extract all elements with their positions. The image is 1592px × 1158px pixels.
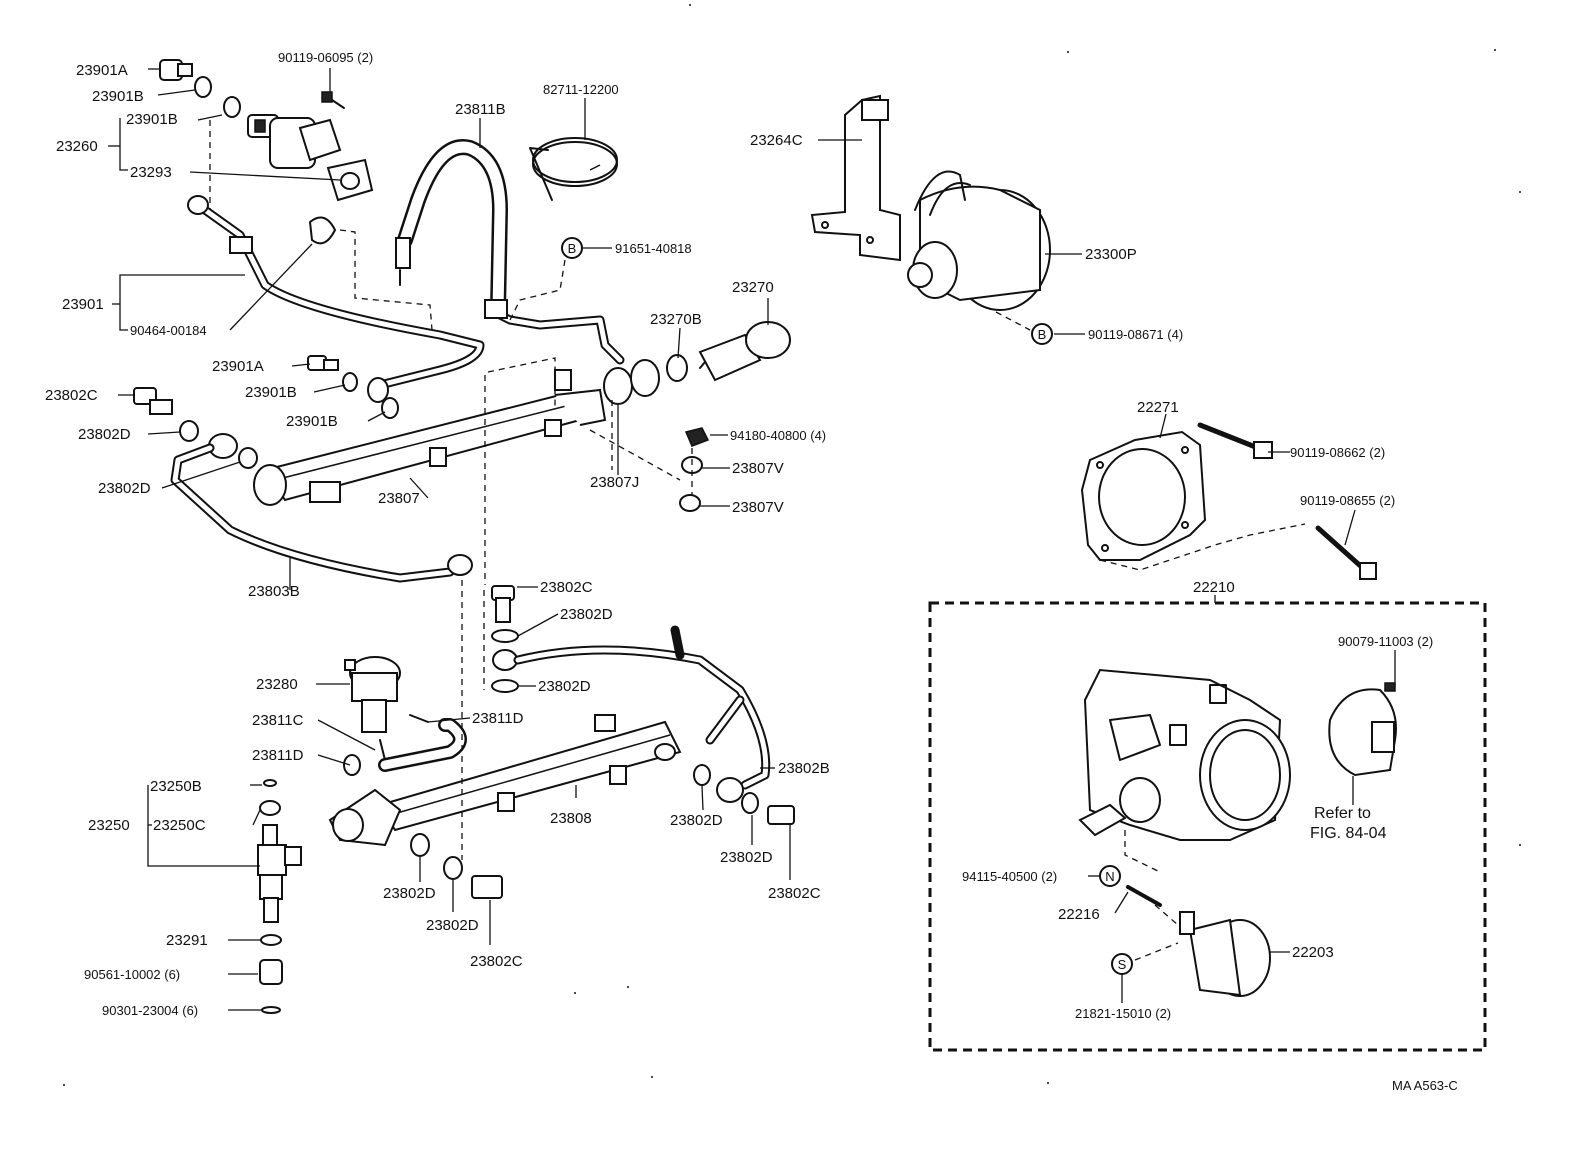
- svg-text:S: S: [1118, 957, 1127, 972]
- label-23811C: 23811C: [252, 712, 304, 729]
- label-23802D-r2: 23802D: [720, 849, 773, 866]
- label-23270: 23270: [732, 279, 774, 296]
- label-23807V-b: 23807V: [732, 499, 784, 516]
- label-23802C-r: 23802C: [768, 885, 821, 902]
- label-23901B-low2: 23901B: [286, 413, 338, 430]
- fuel-hose-23811B: [395, 139, 508, 318]
- figure-code: MA A563-C: [1392, 1078, 1458, 1093]
- throttle-body-22210: [1078, 668, 1291, 841]
- bracket-23264C: [810, 94, 901, 262]
- label-23802C-top: 23802C: [45, 387, 98, 404]
- label-94180-40800: 94180-40800 (4): [730, 428, 826, 443]
- label-23802C-bl: 23802C: [470, 953, 523, 970]
- label-23293: 23293: [130, 164, 172, 181]
- label-23811D-a: 23811D: [472, 710, 524, 727]
- marker-b-right: B: [1031, 323, 1053, 345]
- svg-text:B: B: [568, 241, 577, 256]
- pulsation-damper-23270: [698, 321, 791, 382]
- hose-23811C: [343, 714, 467, 776]
- label-21821-15010: 21821-15010 (2): [1075, 1006, 1171, 1021]
- label-22210: 22210: [1193, 579, 1235, 596]
- throttle-body-frame: [928, 601, 1487, 1052]
- label-90301-23004: 90301-23004 (6): [102, 1003, 198, 1018]
- refer-note-line1: Refer to: [1314, 805, 1371, 822]
- gasket-22271: [1080, 430, 1207, 561]
- label-23901A-top: 23901A: [76, 62, 128, 79]
- label-23811B: 23811B: [455, 101, 506, 118]
- refer-note-line2: FIG. 84-04: [1310, 825, 1387, 842]
- delivery-pipe-23807: [253, 369, 607, 506]
- bolts-90119: [1197, 422, 1377, 580]
- label-94115-40500: 94115-40500 (2): [962, 869, 1057, 884]
- lower-unions: [410, 764, 795, 899]
- label-23802D-bl1: 23802D: [383, 885, 436, 902]
- dashpot-22203: [1179, 911, 1271, 997]
- label-22271: 22271: [1137, 399, 1179, 416]
- union-23802C-mid: [491, 585, 519, 693]
- part-labels: 23901A 23901B 23901B 23260 23293 90119-0…: [45, 50, 1458, 1093]
- leader-lines: [108, 68, 1396, 1011]
- return-pipe-23803B: [170, 443, 473, 583]
- vsv-assembly: [159, 59, 374, 202]
- label-23802D-a: 23802D: [78, 426, 131, 443]
- label-23291: 23291: [166, 932, 208, 949]
- screw-22216: [1126, 885, 1162, 907]
- marker-s: S: [1111, 953, 1133, 975]
- label-82711-12200: 82711-12200: [543, 82, 619, 97]
- label-23807V-a: 23807V: [732, 460, 784, 477]
- label-23802D-mid2: 23802D: [538, 678, 591, 695]
- injector-23250: [257, 779, 302, 1014]
- label-23280: 23280: [256, 676, 298, 693]
- label-90561-10002: 90561-10002 (6): [84, 967, 180, 982]
- label-23802D-mid1: 23802D: [560, 606, 613, 623]
- label-23260: 23260: [56, 138, 98, 155]
- isc-valve-23300P: [907, 170, 1051, 311]
- label-23803B: 23803B: [248, 583, 300, 600]
- label-23802B: 23802B: [778, 760, 830, 777]
- label-23802C-mid: 23802C: [540, 579, 593, 596]
- label-22216: 22216: [1058, 906, 1100, 923]
- delivery-pipe-23808: [328, 714, 682, 847]
- label-23300P: 23300P: [1085, 246, 1137, 263]
- fuel-pipe-23901: [187, 195, 625, 403]
- label-23807: 23807: [378, 490, 420, 507]
- label-23250B: 23250B: [150, 778, 202, 795]
- label-23901A-low: 23901A: [212, 358, 264, 375]
- label-23901: 23901: [62, 296, 104, 313]
- label-90119-08662: 90119-08662 (2): [1290, 445, 1385, 460]
- marker-b-top: B: [561, 237, 583, 259]
- label-90119-08655: 90119-08655 (2): [1300, 493, 1395, 508]
- label-23802D-bl2: 23802D: [426, 917, 479, 934]
- label-23250C: 23250C: [153, 817, 206, 834]
- label-22203: 22203: [1292, 944, 1334, 961]
- label-23802D-b: 23802D: [98, 480, 151, 497]
- label-23264C: 23264C: [750, 132, 803, 149]
- label-90119-08671: 90119-08671 (4): [1088, 327, 1183, 342]
- label-23270B: 23270B: [650, 311, 702, 328]
- svg-text:N: N: [1105, 869, 1114, 884]
- label-90119-06095: 90119-06095 (2): [278, 50, 373, 65]
- label-23811D-b: 23811D: [252, 747, 304, 764]
- hose-clamp: [529, 137, 618, 201]
- pipe-23802B: [513, 625, 771, 803]
- label-90079-11003: 90079-11003 (2): [1338, 634, 1433, 649]
- scan-specks: [63, 4, 1521, 1086]
- label-91651-40818: 91651-40818: [615, 241, 692, 256]
- pressure-regulator-23280: [344, 656, 401, 761]
- label-23802D-r1: 23802D: [670, 812, 723, 829]
- label-23901B-mid: 23901B: [126, 111, 178, 128]
- label-23808: 23808: [550, 810, 592, 827]
- label-23901B-top: 23901B: [92, 88, 144, 105]
- marker-n: N: [1099, 865, 1121, 887]
- label-90464-00184: 90464-00184: [130, 323, 207, 338]
- label-23807J: 23807J: [590, 474, 639, 491]
- throttle-position-sensor: [1328, 682, 1397, 777]
- alignment-lines: [209, 120, 1306, 961]
- svg-text:B: B: [1038, 327, 1047, 342]
- label-23250: 23250: [88, 817, 130, 834]
- label-23901B-low1: 23901B: [245, 384, 297, 401]
